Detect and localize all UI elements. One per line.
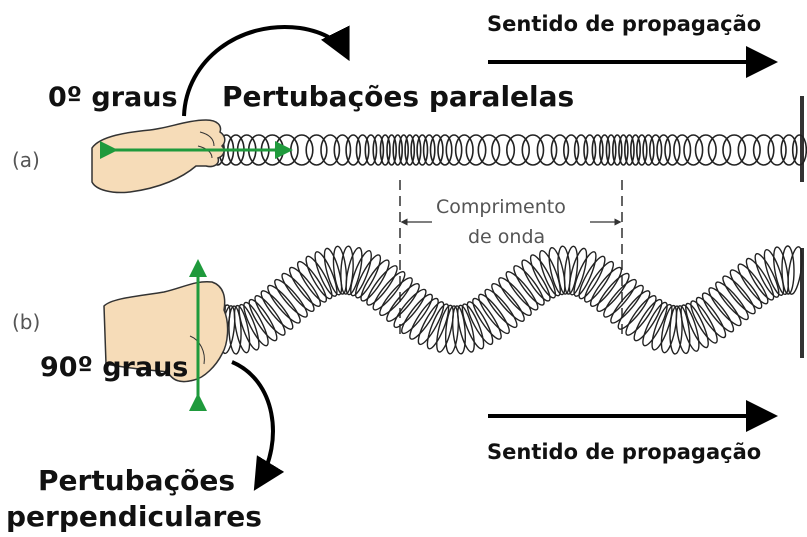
panel-b-label: (b) (12, 310, 40, 334)
spring-coil (677, 303, 702, 352)
spring-coil (650, 135, 662, 165)
spring-coil (665, 135, 680, 165)
spring-coil (478, 135, 499, 165)
spring-coil (431, 135, 443, 165)
spring-coil (456, 135, 473, 165)
propagation-label-bottom: Sentido de propagação (487, 440, 761, 464)
propagation-label-top: Sentido de propagação (487, 12, 761, 36)
perpendicular-label-line1: Pertubações (38, 464, 235, 497)
curved-arrow-bottom (232, 362, 273, 484)
spring-coil (793, 135, 807, 165)
spring-coil (696, 135, 717, 165)
spring-coil (451, 305, 467, 354)
parallel-disturbance-label: Pertubações paralelas (222, 80, 574, 113)
spring-coil (562, 246, 579, 295)
wavelength-label-line1: Comprimento (436, 196, 566, 218)
panel-a-label: (a) (12, 148, 40, 172)
spring-coil (446, 135, 461, 165)
spring-transverse (199, 246, 805, 355)
spring-coil (466, 135, 485, 165)
spring-coil (684, 135, 703, 165)
perpendicular-label-line2: perpendiculares (6, 500, 262, 533)
angle-parallel-label: 0º graus (48, 82, 178, 113)
spring-coil (438, 135, 452, 165)
spring-coil (657, 135, 670, 165)
spring-longitudinal (204, 135, 806, 165)
spring-coil (674, 305, 692, 354)
angle-perpendicular-label: 90º graus (40, 352, 188, 383)
wavelength-label-line2: de onda (468, 226, 545, 248)
spring-coil (674, 135, 691, 165)
hand-top-icon (92, 120, 225, 193)
